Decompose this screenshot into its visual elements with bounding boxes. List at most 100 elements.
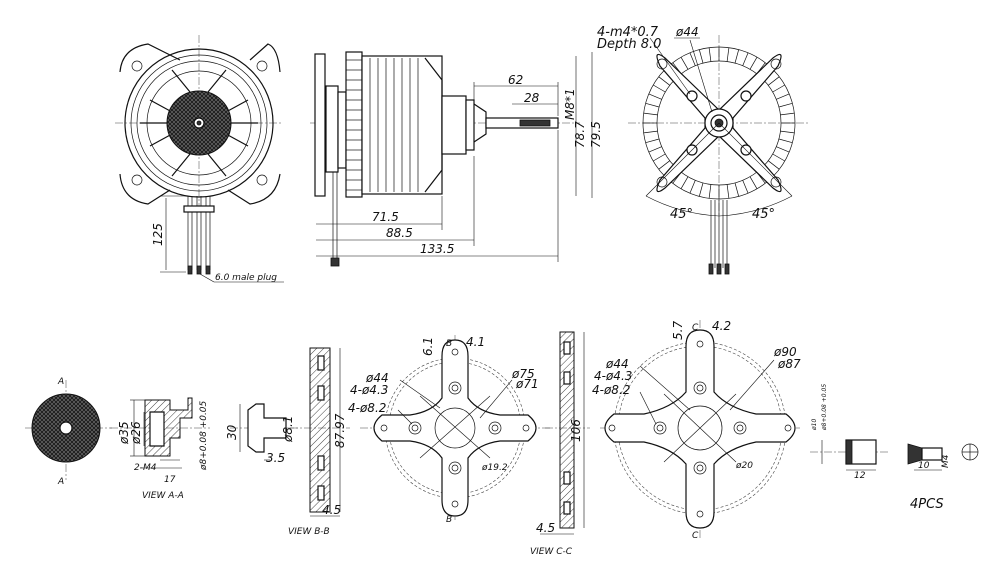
screw-m4: M4 bbox=[941, 454, 951, 468]
b-holes-4-3: 4-ø4.3 bbox=[350, 383, 388, 397]
screw-dim-10: 10 bbox=[918, 461, 930, 471]
view-aa-label: VIEW A-A bbox=[142, 491, 184, 501]
section-b-top: B bbox=[446, 339, 452, 349]
cooling-fin bbox=[708, 184, 712, 199]
cooling-fin bbox=[653, 153, 666, 162]
cooling-fin bbox=[776, 93, 790, 100]
cooling-fin bbox=[776, 146, 790, 153]
cooling-fin bbox=[767, 160, 780, 170]
section-a-bottom: A bbox=[57, 477, 64, 487]
b-dia-44: ø44 bbox=[365, 371, 389, 385]
flange-b: 6.1 B 4.1 B ø44 4-ø4.3 4-ø8.2 ø75 ø71 ø1… bbox=[348, 335, 550, 525]
angle-right: 45° bbox=[752, 207, 775, 222]
dim-78-7: 78.7 bbox=[573, 121, 587, 148]
dim-30: 30 bbox=[225, 424, 239, 440]
section-b-bottom: B bbox=[446, 515, 452, 525]
b-dia-71: ø71 bbox=[515, 377, 539, 391]
cooling-fin bbox=[698, 182, 704, 197]
cooling-fin bbox=[698, 49, 704, 64]
dia-8-1: ø8.1 bbox=[281, 416, 295, 443]
dim-88-5: 88.5 bbox=[386, 226, 413, 240]
angle-left: 45° bbox=[670, 207, 693, 222]
dim-6-1: 6.1 bbox=[421, 337, 435, 356]
dim-4-5-bb: 4.5 bbox=[322, 503, 341, 517]
dim-79-5: 79.5 bbox=[589, 121, 603, 148]
cooling-fin bbox=[658, 76, 671, 86]
front-view: 125 6.0 male plug bbox=[115, 35, 284, 283]
cooling-fin bbox=[645, 102, 660, 108]
c-dia-44: ø44 bbox=[605, 357, 629, 371]
section-c-top: C bbox=[692, 323, 699, 333]
bush-dia-8-tol: ø8+0.08 +0.05 bbox=[821, 384, 828, 431]
c-dia-87: ø87 bbox=[777, 357, 801, 371]
qty-note: 4PCS bbox=[910, 497, 944, 512]
view-aa: ø35 ø26 ø8+0.08 +0.05 2-M4 17 VIEW A-A bbox=[110, 397, 210, 501]
b-dia-75: ø75 bbox=[511, 367, 535, 381]
dia-26: ø26 bbox=[129, 421, 143, 445]
b-holes-8-2: 4-ø8.2 bbox=[348, 401, 386, 415]
dim-4-5-cc: 4.5 bbox=[536, 521, 555, 535]
cooling-fin bbox=[653, 84, 666, 93]
cooling-fin bbox=[734, 182, 740, 197]
view-bb: 87.97 4.5 VIEW B-B bbox=[288, 347, 350, 537]
dim-125: 125 bbox=[151, 223, 165, 246]
dim-m8: M8*1 bbox=[563, 88, 577, 120]
dim-71-5: 71.5 bbox=[372, 210, 399, 224]
cooling-fin bbox=[645, 138, 660, 144]
side-view: 62 28 M8*1 78.7 79.5 71.5 88.5 133.5 bbox=[310, 51, 603, 267]
view-cc: 106 4.5 VIEW C-C bbox=[530, 331, 590, 557]
c-holes-4-3: 4-ø4.3 bbox=[594, 369, 632, 383]
cooling-fin bbox=[767, 76, 780, 86]
cooling-fin bbox=[749, 176, 758, 189]
dim-106: 106 bbox=[569, 419, 583, 442]
cooling-fin bbox=[726, 47, 730, 62]
thread-spec: 4-m4*0.7 bbox=[597, 25, 659, 40]
dim-62: 62 bbox=[508, 73, 523, 87]
flange-c: 5.7 C 4.2 C ø44 4-ø4.3 4-ø8.2 ø90 ø87 ø2… bbox=[592, 319, 801, 541]
cooling-fin bbox=[689, 180, 696, 194]
cooling-fin bbox=[658, 160, 671, 170]
plug-note: 6.0 male plug bbox=[215, 273, 277, 283]
bush-dia-10: ø10 bbox=[811, 419, 818, 431]
bush-dim-12: 12 bbox=[854, 471, 866, 481]
thread-depth: Depth 8.0 bbox=[597, 37, 661, 52]
c-holes-8-2: 4-ø8.2 bbox=[592, 383, 630, 397]
cooling-fin bbox=[726, 184, 730, 199]
cooling-fin bbox=[708, 47, 712, 62]
cooling-fin bbox=[648, 146, 662, 153]
cooling-fin bbox=[643, 130, 658, 134]
cooling-fin bbox=[780, 112, 795, 116]
dim-28: 28 bbox=[524, 91, 540, 105]
dim-4-1: 4.1 bbox=[466, 335, 485, 349]
screw: 10 M4 4PCS bbox=[907, 443, 979, 512]
dim-2-m4: 2-M4 bbox=[134, 463, 157, 473]
cooling-fin bbox=[680, 176, 689, 189]
dim-133-5: 133.5 bbox=[420, 242, 454, 256]
dia-8-tol: ø8+0.08 +0.05 bbox=[199, 400, 209, 471]
rear-view: 45° 45° 4-m4*0.7 Depth 8.0 ø44 bbox=[597, 25, 810, 275]
cooling-fin bbox=[772, 84, 785, 93]
dim-5-7: 5.7 bbox=[671, 321, 685, 340]
bushing: ø10 ø8+0.08 +0.05 12 bbox=[810, 384, 890, 481]
dim-17: 17 bbox=[164, 475, 176, 485]
b-dia-19-2: ø19.2 bbox=[481, 463, 508, 473]
cooling-fin bbox=[778, 138, 793, 144]
dim-3-5: 3.5 bbox=[266, 451, 285, 465]
cooling-fin bbox=[734, 49, 740, 64]
dim-87-97: 87.97 bbox=[333, 413, 347, 448]
cooling-fin bbox=[643, 112, 658, 116]
cooling-fin bbox=[689, 52, 696, 66]
cooling-fin bbox=[680, 57, 689, 70]
cooling-fin bbox=[778, 102, 793, 108]
section-a-top: A bbox=[57, 377, 64, 387]
cooling-fin bbox=[648, 93, 662, 100]
view-bb-label: VIEW B-B bbox=[288, 527, 330, 537]
section-c-bottom: C bbox=[692, 531, 699, 541]
shaft-adapter: 30 ø8.1 3.5 bbox=[225, 403, 300, 465]
dim-4-2: 4.2 bbox=[712, 319, 731, 333]
cooling-fin bbox=[780, 130, 795, 134]
view-cc-label: VIEW C-C bbox=[530, 547, 573, 557]
c-dia-20: ø20 bbox=[735, 461, 753, 471]
rear-dia-44: ø44 bbox=[675, 25, 699, 39]
